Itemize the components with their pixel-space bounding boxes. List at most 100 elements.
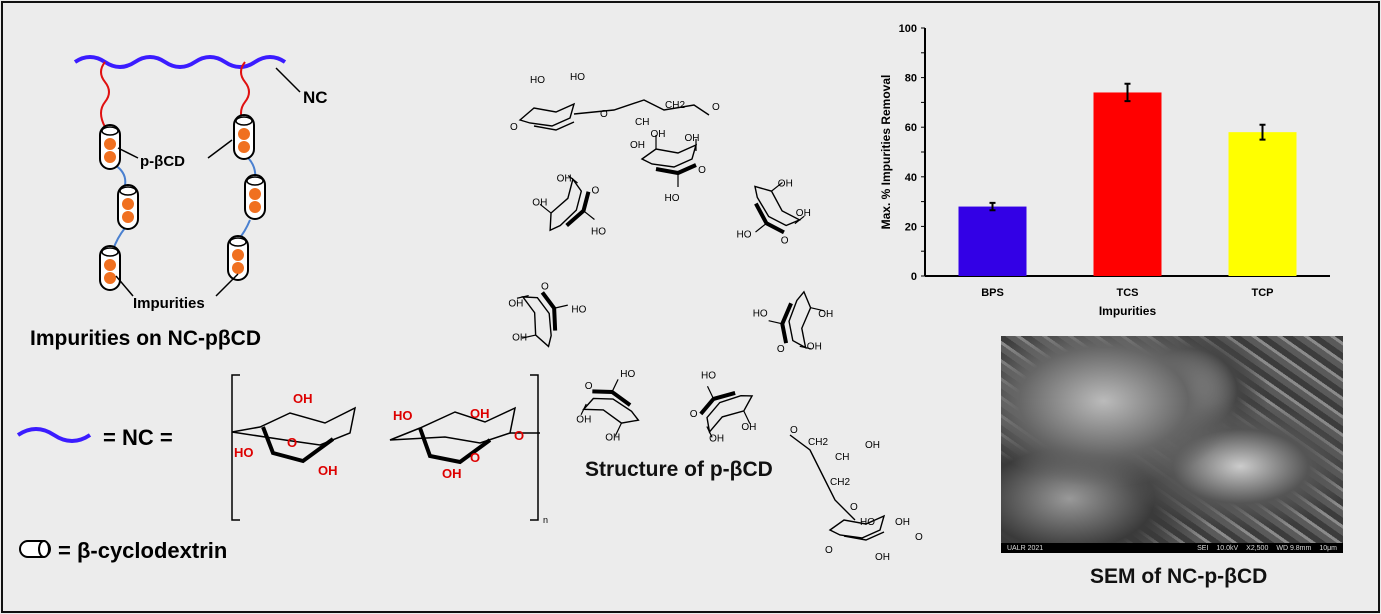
cellulose-atom-label: HO xyxy=(393,408,413,423)
error-bar xyxy=(1124,82,1131,103)
hydroxyl-label: OH xyxy=(512,333,527,344)
cyclodextrin-capsule xyxy=(244,174,266,220)
hydroxyl-label: OH xyxy=(576,414,591,425)
hydroxyl-label: HO xyxy=(571,305,586,316)
impurity-dot xyxy=(249,188,261,200)
cyclodextrin-capsule xyxy=(227,235,249,281)
y-tick-label: 40 xyxy=(905,172,917,184)
glycosidic-oxygen: O xyxy=(690,409,698,420)
cyclodextrin-capsule xyxy=(99,124,121,170)
y-axis-label: Max. % Impurities Removal xyxy=(879,75,893,230)
impurity-dot xyxy=(238,141,250,153)
glycosidic-oxygen: O xyxy=(777,344,785,355)
sem-magnification: X2,500 xyxy=(1246,544,1269,552)
error-bar xyxy=(989,201,996,212)
hydroxyl-label: OH xyxy=(796,208,811,219)
atom-label: O xyxy=(510,122,518,133)
x-tick-label: TCP xyxy=(1252,287,1274,299)
atom-label: OH xyxy=(630,140,645,151)
impurity-dot xyxy=(104,259,116,271)
structure-title: Structure of p-βCD xyxy=(585,458,773,481)
sem-info-bar: UALR 2021 SEI 10.0kV X2,500 WD 9.8mm 10μ… xyxy=(1001,543,1343,553)
atom-label: O xyxy=(915,532,923,543)
glycosidic-oxygen: O xyxy=(585,381,593,392)
hydroxyl-label: OH xyxy=(818,309,833,320)
bar-tcp xyxy=(1228,132,1297,276)
impurity-dot xyxy=(122,211,134,223)
cellulose-atom-label: OH xyxy=(318,463,338,478)
nc-label: NC xyxy=(303,88,328,107)
cd-legend-icon xyxy=(19,540,51,558)
pbcd-arrow-left xyxy=(117,147,139,159)
hydroxyl-label: OH xyxy=(508,299,523,310)
error-bar xyxy=(1259,123,1266,141)
atom-label: CH xyxy=(635,117,649,128)
hydroxyl-label: HO xyxy=(737,230,752,241)
red-linker-left xyxy=(100,61,110,128)
hydroxyl-label: HO xyxy=(591,227,606,238)
impurities-arrow-left xyxy=(115,275,134,297)
y-tick-label: 60 xyxy=(905,122,917,134)
bar-bps xyxy=(958,206,1027,276)
nc-pbcd-schematic: NC p-βCD Impurities Impurities on NC-pβC… xyxy=(16,55,548,563)
x-axis-label: Impurities xyxy=(1099,304,1157,318)
cellulose-atom-label: OH xyxy=(470,406,490,421)
atom-label: CH2 xyxy=(830,477,850,488)
atom-label: O xyxy=(790,425,798,436)
hydroxyl-label: OH xyxy=(532,198,547,209)
hydroxyl-label: HO xyxy=(620,369,635,380)
cellulose-structure xyxy=(231,374,540,521)
y-tick-label: 20 xyxy=(905,221,917,233)
hydroxyl-label: OH xyxy=(685,133,700,144)
cellulose-atom-label: O xyxy=(514,428,524,443)
atom-label: OH xyxy=(875,552,890,563)
y-tick-label: 80 xyxy=(905,73,917,85)
glycosidic-oxygen: O xyxy=(592,186,600,197)
x-tick-label: TCS xyxy=(1117,287,1139,299)
cyclodextrin-capsule xyxy=(117,184,139,230)
y-tick-label: 100 xyxy=(899,23,917,35)
cd-equals-label: = β-cyclodextrin xyxy=(58,538,227,563)
impurities-arrow-right xyxy=(215,273,239,297)
sem-wd: WD 9.8mm xyxy=(1276,544,1312,552)
cellulose-atom-label: OH xyxy=(293,391,313,406)
atom-label: CH xyxy=(835,452,849,463)
impurity-dot xyxy=(104,138,116,150)
hydroxyl-label: OH xyxy=(778,179,793,190)
sem-mode: SEI xyxy=(1197,544,1209,552)
sem-scale: 10μm xyxy=(1319,544,1337,552)
impurity-dot xyxy=(104,151,116,163)
sem-lab: UALR 2021 xyxy=(1007,544,1044,552)
glycosidic-oxygen: O xyxy=(698,165,706,176)
hydroxyl-label: HO xyxy=(701,371,716,382)
hydroxyl-label: OH xyxy=(709,433,724,444)
y-tick-label: 0 xyxy=(911,271,917,283)
cellulose-atom-label: OH xyxy=(442,466,462,481)
nc-chain-wave xyxy=(73,55,287,69)
atom-label: HO xyxy=(860,517,875,528)
atom-label: CH2 xyxy=(665,100,685,111)
hydroxyl-label: OH xyxy=(741,422,756,433)
atom-label: O xyxy=(850,502,858,513)
red-linker-right xyxy=(240,61,250,128)
hydroxyl-label: OH xyxy=(605,433,620,444)
hydroxyl-label: HO xyxy=(753,309,768,320)
hydroxyl-label: OH xyxy=(651,129,666,140)
cyclodextrin-capsule xyxy=(233,114,255,160)
glucose-unit: OH HO OH O xyxy=(690,371,757,445)
impurity-dot xyxy=(232,262,244,274)
impurity-dot xyxy=(122,198,134,210)
glucose-unit: OH HO OH O xyxy=(737,179,811,247)
pbcd-structure: OHHOOHOOHHOOHOOHHOOHOOHHOOHOOHHOOHOOHHOO… xyxy=(508,72,923,563)
glycosidic-oxygen: O xyxy=(781,236,789,247)
atom-label: O xyxy=(600,109,608,120)
sem-voltage: 10.0kV xyxy=(1216,544,1239,552)
nc-arrow xyxy=(275,67,301,93)
